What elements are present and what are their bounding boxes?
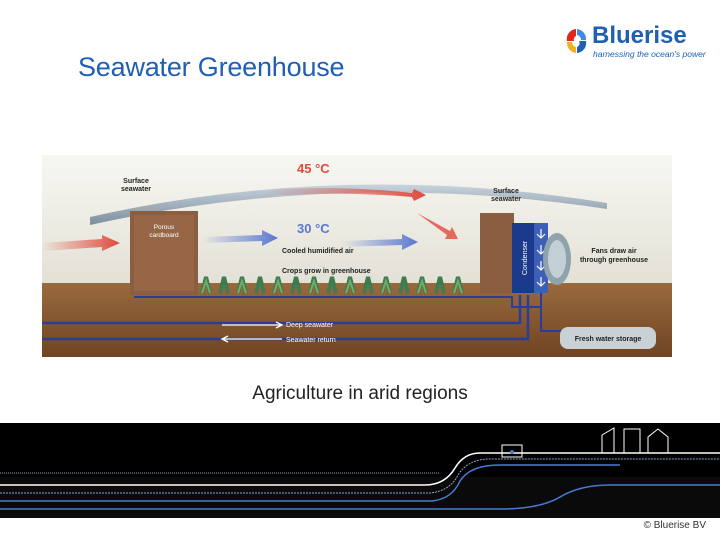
fan-icon (548, 240, 566, 278)
cool-air-arrow-2 (342, 234, 418, 250)
plant-building-icon (501, 444, 523, 458)
seawater-return-pipe (42, 295, 530, 341)
town-buildings-icon (601, 427, 669, 453)
logo-wordmark: Bluerise (592, 22, 687, 49)
fans-label-line-2: through greenhouse (580, 257, 648, 264)
deep-seawater-label: Deep seawater (286, 322, 334, 329)
hot-air-in-arrow (42, 235, 120, 251)
surface-seawater-right-label-line-1: Surface (493, 188, 519, 195)
decorative-ocean-band (0, 423, 720, 518)
greenhouse-roof (90, 184, 607, 225)
seawater-return-label: Seawater return (286, 337, 336, 344)
crop-rows (200, 276, 464, 294)
cooled-air-label: Cooled humidified air (282, 248, 354, 255)
porous-cardboard-label-line-1: Porous (154, 224, 175, 231)
deep-seawater-pipe (42, 295, 522, 325)
condenser-label: Condenser (522, 240, 529, 275)
surface-seawater-left-label-line-1: Surface (123, 178, 149, 185)
bluerise-logo-icon (566, 29, 587, 53)
outside-temperature: 45 °C (297, 161, 330, 176)
deep-seawater-arrow (222, 321, 284, 329)
hot-air-down-arrow (417, 213, 458, 239)
bluerise-logo: Bluerise harnessing the ocean's power (562, 22, 712, 64)
seawater-intake-pipe (0, 464, 620, 502)
logo-tagline: harnessing the ocean's power (593, 49, 706, 59)
porous-cardboard-label-line-2: cardboard (149, 232, 179, 239)
water-drip-column (534, 223, 548, 293)
fans-label-line-1: Fans draw air (591, 248, 636, 255)
seawater-greenhouse-diagram: Condenser 45 °C 30 °C Surface seawater P… (42, 155, 672, 357)
fresh-water-storage-tank (560, 327, 656, 349)
coastline-profile (0, 452, 720, 486)
cool-air-arrow-1 (202, 230, 278, 246)
slide-title: Seawater Greenhouse (78, 52, 345, 82)
crops-label: Crops grow in greenhouse (282, 268, 371, 275)
condenser-unit (512, 223, 534, 293)
fresh-water-pipe (540, 293, 562, 332)
seawater-return-arrow (220, 335, 282, 343)
copyright-notice: © Bluerise BV (643, 520, 706, 531)
fresh-water-storage-label: Fresh water storage (575, 336, 642, 343)
evaporator-wall-right (480, 213, 514, 293)
hot-air-over-roof-arrow (264, 188, 426, 201)
slide-caption: Agriculture in arid regions (252, 383, 468, 404)
surface-seawater-left-label-line-2: seawater (121, 186, 151, 193)
inside-temperature: 30 °C (297, 221, 330, 236)
surface-seawater-right-label-line-2: seawater (491, 196, 521, 203)
seawater-outflow-pipe (0, 484, 720, 510)
